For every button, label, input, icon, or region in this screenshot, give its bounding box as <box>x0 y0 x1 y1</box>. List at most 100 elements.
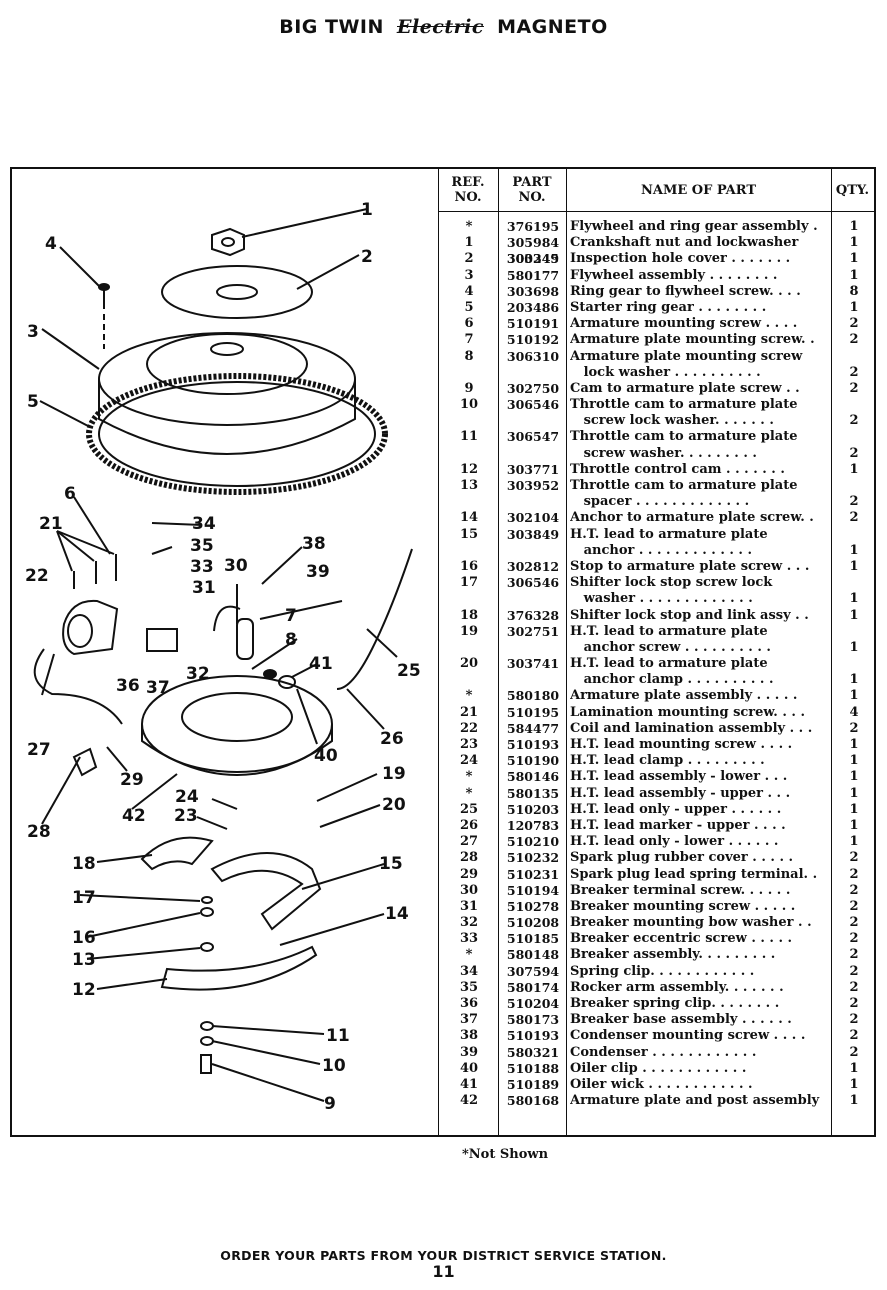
part-name-cell: H.T. lead only - lower . . . . . . <box>570 834 779 850</box>
callout-13: 13 <box>72 950 96 970</box>
ref-cell: 27 <box>459 834 479 850</box>
ref-cell: 35 <box>459 979 479 995</box>
qty-cell: 1 <box>849 267 859 283</box>
callout-4: 4 <box>45 234 57 254</box>
ring-gear <box>86 373 388 495</box>
qty-cell: 2 <box>849 332 859 348</box>
part-name-cell: anchor screw . . . . . . . . . . <box>570 639 771 655</box>
part-name-cell: Oiler clip . . . . . . . . . . . . <box>570 1060 747 1076</box>
ref-cell: 11 <box>459 429 479 445</box>
qty-cell: 2 <box>849 1028 859 1044</box>
ref-cell: 9 <box>464 380 474 396</box>
part-number-cell: 510188 <box>506 1060 560 1076</box>
title-right: MAGNETO <box>497 16 608 38</box>
coil <box>62 599 119 656</box>
ref-cell: 31 <box>459 898 479 914</box>
order-note: ORDER YOUR PARTS FROM YOUR DISTRICT SERV… <box>220 1248 667 1263</box>
part-name-cell: Condenser . . . . . . . . . . . . <box>570 1044 757 1060</box>
callout-38: 38 <box>302 534 326 554</box>
part-number-cell: 302812 <box>506 558 560 574</box>
exploded-diagram: 1 2 3 4 5 6 7 8 9 10 11 12 13 14 15 16 1… <box>12 169 438 1135</box>
qty-cell: 1 <box>849 542 859 558</box>
callout-39: 39 <box>306 562 330 582</box>
ref-cell: 38 <box>459 1028 479 1044</box>
qty-cell: 4 <box>849 704 859 720</box>
header-rule <box>438 211 874 212</box>
part-number-cell: 302104 <box>506 510 560 526</box>
part-number-cell: 376195 <box>506 219 560 234</box>
qty-cell: 2 <box>849 364 859 380</box>
ref-cell: 22 <box>459 720 479 736</box>
footnote: *Not Shown <box>462 1147 549 1162</box>
ref-cell: 34 <box>459 963 479 979</box>
page-number: 11 <box>432 1262 455 1281</box>
qty-cell: 2 <box>849 866 859 882</box>
ref-cell: 29 <box>459 866 479 882</box>
part-name-cell: spacer . . . . . . . . . . . . . <box>570 494 750 510</box>
ref-cell: 19 <box>459 623 479 639</box>
qty-cell: 2 <box>849 963 859 979</box>
throttle-cam <box>160 945 318 991</box>
callout-32: 32 <box>186 664 210 684</box>
part-number-cell: 510232 <box>506 850 560 866</box>
callout-3: 3 <box>27 322 39 342</box>
part-number-cell: 303698 <box>506 283 560 299</box>
part-name-cell: Spark plug rubber cover . . . . . <box>570 850 794 866</box>
part-number-cell: 510204 <box>506 996 560 1011</box>
part-number-cell: 306310 <box>506 348 560 364</box>
callout-19: 19 <box>382 764 406 784</box>
part-name-cell: Throttle cam to armature plate <box>570 397 798 413</box>
callout-36: 36 <box>116 676 140 696</box>
callout-18: 18 <box>72 854 96 874</box>
part-name-cell: Shifter lock stop and link assy . . <box>570 607 809 623</box>
ref-cell: * <box>465 219 473 234</box>
ref-cell: * <box>465 688 473 704</box>
part-number-cell: 120783 <box>506 817 560 833</box>
part-number-cell: 510195 <box>506 704 560 720</box>
qty-cell: 2 <box>849 931 859 947</box>
qty-cell: 2 <box>849 380 859 396</box>
title-left: BIG TWIN <box>279 16 384 38</box>
part-number-cell: 306546 <box>506 575 560 591</box>
ref-cell: 21 <box>459 704 479 720</box>
callout-12: 12 <box>72 980 96 1000</box>
part-number-cell: 580135 <box>506 785 560 801</box>
part-number-cell: 303771 <box>506 461 560 477</box>
part-number-cell: 580173 <box>506 1012 560 1028</box>
qty-cell: 1 <box>849 817 859 833</box>
part-name-cell: H.T. lead assembly - lower . . . <box>570 769 788 785</box>
part-name-cell: H.T. lead to armature plate <box>570 623 768 639</box>
part-name-cell: Throttle control cam . . . . . . . <box>570 461 785 477</box>
qty-cell: 1 <box>849 558 859 574</box>
part-name-cell: Throttle cam to armature plate <box>570 478 798 493</box>
ref-cell: 39 <box>459 1044 479 1060</box>
title-script: Electric <box>397 16 484 38</box>
qty-cell: 2 <box>849 996 859 1011</box>
part-number-cell: 510210 <box>506 834 560 850</box>
callout-24: 24 <box>175 787 199 807</box>
qty-cell: 1 <box>849 785 859 801</box>
flywheel-top <box>98 332 356 426</box>
part-number-cell: 510191 <box>506 316 560 332</box>
part-name-cell: H.T. lead clamp . . . . . . . . . <box>570 753 765 769</box>
part-number-cell: 306546 <box>506 397 560 413</box>
table-row: washer . . . . . . . . . . . . .1 <box>438 591 874 607</box>
qty-cell: 1 <box>849 251 859 267</box>
